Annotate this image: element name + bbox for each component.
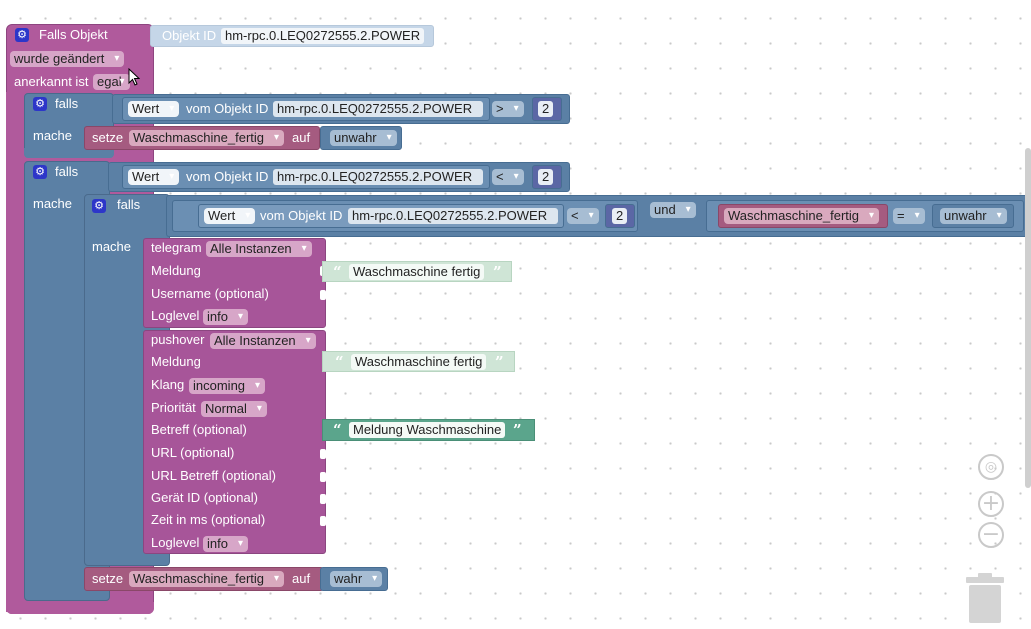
telegram-instance-dropdown[interactable]: Alle Instanzen (206, 241, 312, 257)
pushover-meldung-label: Meldung (151, 354, 201, 369)
mouse-cursor-icon (128, 68, 140, 86)
telegram-title: telegram (151, 240, 202, 255)
if1-vom-objekt-label: vom Objekt ID (186, 101, 269, 116)
zoom-out-button[interactable]: − (978, 522, 1004, 548)
if1-operator-dropdown[interactable]: > (492, 101, 524, 117)
input-notch (320, 472, 326, 482)
if3-operator-dropdown[interactable]: < (567, 208, 599, 224)
set2-label: setze (92, 571, 124, 586)
gear-icon[interactable]: ⚙ (33, 165, 47, 179)
pushover-betreff-label: Betreff (optional) (151, 422, 247, 437)
set1-variable-dropdown[interactable]: Waschmaschine_fertig (129, 130, 285, 146)
quote-open-icon: “ (333, 421, 342, 439)
trigger-dropdown[interactable]: wurde geändert (10, 51, 125, 67)
pushover-meldung-value[interactable]: Waschmaschine fertig (351, 354, 487, 370)
input-notch (320, 449, 326, 459)
if3-value-field[interactable]: 2 (612, 208, 628, 224)
if1-mache-label: mache (33, 128, 73, 143)
set1-value-dropdown[interactable]: unwahr (330, 130, 397, 146)
zoom-in-button[interactable]: + (978, 491, 1004, 517)
pushover-zeit-label: Zeit in ms (optional) (151, 512, 266, 527)
set2-variable-dropdown[interactable]: Waschmaschine_fertig (129, 571, 285, 587)
pushover-prio-label: Priorität (151, 400, 196, 415)
if-block-1-foot (24, 148, 114, 158)
if2-falls-label: falls (55, 164, 79, 179)
if2-mache-label: mache (33, 196, 73, 211)
gear-icon[interactable]: ⚙ (15, 28, 29, 42)
ack-label: anerkannt ist (14, 74, 89, 89)
if2-object-id-field[interactable]: hm-rpc.0.LEQ0272555.2.POWER (273, 169, 483, 185)
input-notch (320, 516, 326, 526)
gear-icon[interactable]: ⚙ (33, 97, 47, 111)
quote-close-icon: ” (513, 421, 522, 439)
vertical-scrollbar[interactable] (1025, 148, 1031, 488)
pushover-title: pushover (151, 332, 205, 347)
event-title: Falls Objekt (39, 27, 108, 42)
if3-vom-objekt-label: vom Objekt ID (260, 208, 343, 223)
if3-eq-value-dropdown[interactable]: unwahr (940, 208, 1007, 224)
pushover-block[interactable] (143, 330, 326, 554)
input-notch (320, 494, 326, 504)
if3-variable-dropdown[interactable]: Waschmaschine_fertig (724, 208, 880, 224)
pushover-klang-label: Klang (151, 377, 185, 392)
quote-open-icon: “ (335, 353, 344, 371)
if2-operator-dropdown[interactable]: < (492, 169, 524, 185)
pushover-klang-dropdown[interactable]: incoming (189, 378, 266, 394)
pushover-prio-dropdown[interactable]: Normal (201, 401, 267, 417)
trash-icon[interactable] (965, 572, 1005, 624)
set1-auf-label: auf (292, 130, 311, 145)
if2-prop-dropdown[interactable]: Wert (128, 169, 180, 185)
input-notch (320, 290, 326, 300)
pushover-loglevel-label: Loglevel (151, 535, 200, 550)
center-icon[interactable]: ◎ (978, 454, 1004, 480)
if3-eq-dropdown[interactable]: = (893, 208, 925, 224)
pushover-betreff-text-block[interactable]: “ Meldung Waschmaschine ” (322, 419, 535, 441)
telegram-meldung-text-block[interactable]: “ Waschmaschine fertig ” (322, 261, 512, 282)
pushover-geraet-label: Gerät ID (optional) (151, 490, 258, 505)
quote-open-icon: “ (333, 263, 342, 281)
if2-value-field[interactable]: 2 (538, 169, 554, 185)
if1-prop-dropdown[interactable]: Wert (128, 101, 180, 117)
set2-value-dropdown[interactable]: wahr (330, 571, 383, 587)
pushover-loglevel-dropdown[interactable]: info (203, 536, 248, 552)
if3-and-dropdown[interactable]: und (650, 202, 696, 218)
telegram-meldung-value[interactable]: Waschmaschine fertig (349, 264, 485, 280)
object-id-field[interactable]: hm-rpc.0.LEQ0272555.2.POWER (221, 28, 425, 44)
pushover-betreff-value[interactable]: Meldung Waschmaschine (349, 422, 506, 438)
telegram-meldung-label: Meldung (151, 263, 201, 278)
pushover-url-betreff-label: URL Betreff (optional) (151, 468, 277, 483)
if1-value-field[interactable]: 2 (538, 101, 554, 117)
ack-dropdown[interactable]: egal (93, 74, 130, 90)
if1-object-id-field[interactable]: hm-rpc.0.LEQ0272555.2.POWER (273, 101, 483, 117)
pushover-instance-dropdown[interactable]: Alle Instanzen (210, 333, 316, 349)
if3-mache-label: mache (92, 239, 132, 254)
event-block-spine (6, 92, 24, 612)
telegram-loglevel-dropdown[interactable]: info (203, 309, 248, 325)
quote-close-icon: ” (495, 353, 504, 371)
telegram-username-label: Username (optional) (151, 286, 269, 301)
pushover-url-label: URL (optional) (151, 445, 235, 460)
set2-auf-label: auf (292, 571, 311, 586)
telegram-loglevel-label: Loglevel (151, 308, 200, 323)
if3-prop-dropdown[interactable]: Wert (204, 208, 256, 224)
if2-vom-objekt-label: vom Objekt ID (186, 169, 269, 184)
object-id-label: Objekt ID (162, 28, 217, 43)
pushover-meldung-text-block[interactable]: “ Waschmaschine fertig ” (322, 351, 515, 372)
if1-falls-label: falls (55, 96, 79, 111)
event-block-foot (6, 602, 154, 614)
set1-label: setze (92, 130, 124, 145)
gear-icon[interactable]: ⚙ (92, 199, 106, 213)
if3-object-id-field[interactable]: hm-rpc.0.LEQ0272555.2.POWER (348, 208, 558, 224)
if3-falls-label: falls (117, 197, 141, 212)
quote-close-icon: ” (493, 263, 502, 281)
